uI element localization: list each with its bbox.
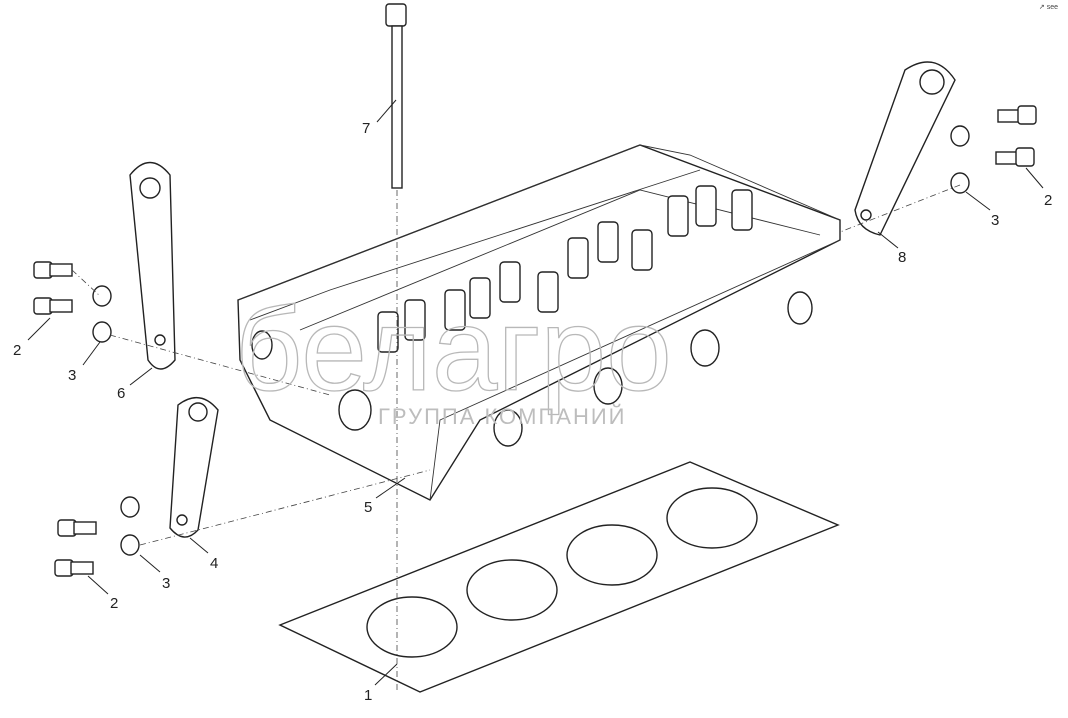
callout-8: 8 <box>898 249 906 266</box>
callout-3-lower: 3 <box>162 575 170 592</box>
bolts-left <box>33 261 112 343</box>
callout-1: 1 <box>364 687 372 704</box>
callout-7: 7 <box>362 120 370 137</box>
callout-3-right: 3 <box>991 212 999 229</box>
lifting-eye-right <box>854 61 956 236</box>
corner-mark: ↗ see <box>1038 4 1058 11</box>
leader-lines <box>27 99 1044 686</box>
callout-6: 6 <box>117 385 125 402</box>
bolts-lower <box>54 496 140 577</box>
callout-4: 4 <box>210 555 218 572</box>
valve-springs <box>377 185 753 353</box>
cylinder-head <box>237 144 841 501</box>
callout-3-left: 3 <box>68 367 76 384</box>
callout-labels: 7 2 3 6 5 4 3 2 1 8 3 2 <box>13 120 1052 704</box>
callout-2-right: 2 <box>1044 192 1052 209</box>
lifting-eye-left <box>129 161 176 370</box>
head-gasket <box>278 461 840 693</box>
bolts-right <box>950 105 1037 194</box>
callout-2-lower: 2 <box>110 595 118 612</box>
assembly-centerlines <box>71 184 961 690</box>
lifting-eye-lower <box>169 397 219 538</box>
head-bolt <box>385 3 407 189</box>
callout-2-left: 2 <box>13 342 21 359</box>
head-ports <box>251 291 813 447</box>
watermark-brand: белагро <box>235 284 672 416</box>
callout-5: 5 <box>364 499 372 516</box>
watermark: белагро ГРУППА КОМПАНИЙ <box>234 283 672 429</box>
watermark-subtitle: ГРУППА КОМПАНИЙ <box>378 404 627 429</box>
